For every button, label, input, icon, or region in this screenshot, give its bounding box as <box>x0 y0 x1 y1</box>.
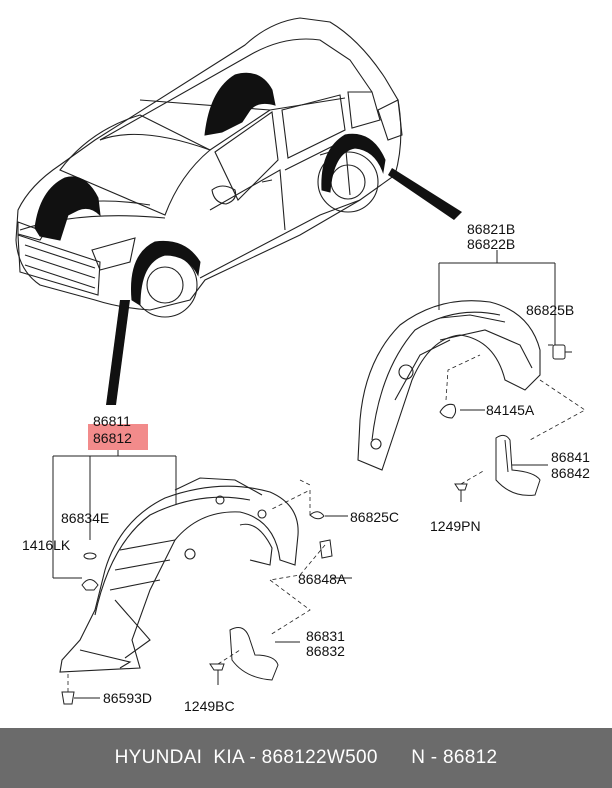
label-86812: 86812 <box>93 430 132 446</box>
car-leader-lines <box>106 168 462 405</box>
label-84145A: 84145A <box>486 402 535 418</box>
label-86848A: 86848A <box>298 571 347 587</box>
label-86811: 86811 <box>93 413 131 429</box>
front-dashed-lines <box>67 479 326 692</box>
parts-diagram: 86821B 86822B 86825B 84145A 86841 86842 … <box>15 17 590 714</box>
rear-wheel-liner <box>357 300 541 471</box>
car-illustration <box>15 17 403 318</box>
front-wheel-liner <box>59 477 299 673</box>
footer-gap <box>378 747 411 769</box>
label-86834E: 86834E <box>61 510 109 526</box>
label-86831: 86831 <box>306 628 345 644</box>
label-86842: 86842 <box>551 465 590 481</box>
label-1416LK: 1416LK <box>22 537 71 553</box>
label-86841: 86841 <box>551 449 590 465</box>
front-small-parts <box>61 511 333 705</box>
label-86593D: 86593D <box>103 690 152 706</box>
footer-part-ref: N - 86812 <box>411 747 498 768</box>
front-bracket <box>52 450 352 699</box>
rear-bracket <box>438 250 556 466</box>
liner-highlights <box>34 72 386 306</box>
label-86825C: 86825C <box>350 509 399 525</box>
footer-brand: HYUNDAI KIA - 868122W500 <box>114 747 378 768</box>
label-86821B: 86821B <box>467 221 515 237</box>
rear-dashed-lines <box>445 354 586 485</box>
label-1249PN: 1249PN <box>430 518 481 534</box>
label-1249BC: 1249BC <box>184 698 235 714</box>
highlight-box <box>88 424 148 450</box>
rear-small-parts <box>439 344 572 502</box>
label-86822B: 86822B <box>467 236 515 252</box>
footer-bar: HYUNDAI KIA - 868122W500 N - 86812 <box>0 728 612 788</box>
label-86825B: 86825B <box>526 302 574 318</box>
label-86832: 86832 <box>306 643 345 659</box>
